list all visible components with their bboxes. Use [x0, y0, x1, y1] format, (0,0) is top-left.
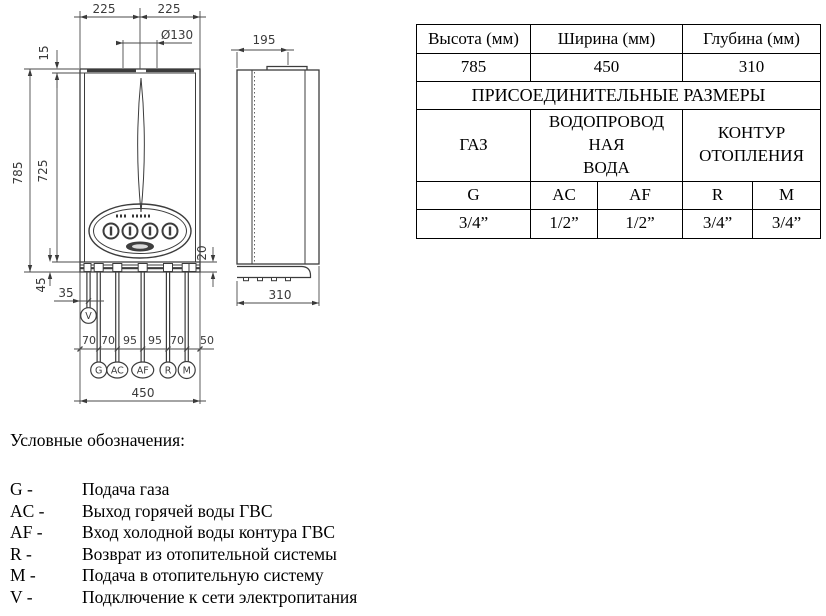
height-value-cell: 785 — [416, 53, 531, 82]
boiler-dimension-drawing: 225 225 Ø130 195 15 785 725 45 35 20 70 … — [11, 2, 320, 404]
legend-code: AC - — [10, 500, 45, 521]
dim-spacing-1: 70 — [82, 334, 96, 347]
dimension-header-row: Высота (мм) Ширина (мм) Глубина (мм) — [416, 24, 822, 54]
front-seam — [137, 77, 145, 213]
knob-1 — [102, 222, 120, 240]
knob-3 — [141, 222, 159, 240]
legend-item-m: M - Подача в отопительную систему — [10, 565, 357, 587]
dim-725: 725 — [36, 160, 50, 183]
legend-label: Выход горячей воды ГВС — [82, 500, 273, 521]
dim-20: 20 — [195, 245, 209, 260]
connection-pipes — [86, 272, 189, 362]
legend-item-af: AF - Вход холодной воды контура ГВС — [10, 522, 357, 544]
side-view — [236, 65, 320, 282]
heating-group-cell: КОНТУР ОТОПЛЕНИЯ — [682, 109, 822, 182]
gas-group-cell: ГАЗ — [416, 109, 531, 182]
dim-spacing-6: 50 — [200, 334, 214, 347]
dim-35: 35 — [58, 286, 73, 300]
panel-knobs — [102, 222, 179, 240]
legend-item-v: V - Подключение к сети электропитания — [10, 587, 357, 609]
code-cell-r: R — [682, 180, 754, 210]
dim-225-left: 225 — [93, 2, 116, 16]
code-cell-ac: AC — [530, 180, 598, 210]
legend-label: Возврат из отопительной системы — [82, 543, 337, 564]
dim-spacing-4: 95 — [148, 334, 162, 347]
size-cell-m: 3/4” — [752, 208, 822, 239]
code-cell-m: M — [752, 180, 822, 210]
legend-item-ac: AC - Выход горячей воды ГВС — [10, 501, 357, 523]
dim-spacing-2: 70 — [101, 334, 115, 347]
legend-label: Подача газа — [82, 479, 170, 499]
front-view — [79, 68, 201, 380]
specs-table: Высота (мм) Ширина (мм) Глубина (мм) 785… — [415, 24, 822, 239]
dim-195: 195 — [253, 33, 276, 47]
connection-label-af: AF — [137, 365, 149, 376]
width-header-cell: Ширина (мм) — [529, 24, 684, 54]
legend-label: Вход холодной воды контура ГВС — [82, 522, 336, 543]
connection-labels — [80, 307, 196, 380]
dim-spacing-3: 95 — [123, 334, 137, 347]
section-title-cell: ПРИСОЕДИНИТЕЛЬНЫЕ РАЗМЕРЫ — [415, 81, 822, 110]
legend-item-r: R - Возврат из отопительной системы — [10, 544, 357, 566]
flue-step — [266, 65, 308, 70]
dimension-value-row: 785 450 310 — [416, 53, 822, 82]
width-value-cell: 450 — [529, 53, 684, 82]
legend-code: G - — [10, 479, 33, 499]
size-cell-g: 3/4” — [416, 208, 531, 239]
section-title-row: ПРИСОЕДИНИТЕЛЬНЫЕ РАЗМЕРЫ — [415, 81, 822, 110]
power-circle-v — [80, 307, 97, 324]
legend: Условные обозначения: G - Подача газа AC… — [10, 430, 357, 609]
height-header-cell: Высота (мм) — [416, 24, 531, 54]
dim-310: 310 — [269, 288, 292, 302]
legend-code: AF - — [10, 522, 43, 543]
legend-label: Подача в отопительную систему — [82, 565, 324, 586]
water-group-cell: ВОДОПРОВОД НАЯ ВОДА — [529, 109, 684, 182]
connection-label-m: M — [183, 365, 191, 376]
dimension-arrows — [27, 14, 319, 404]
tray-feet — [243, 277, 291, 282]
dim-flue-diameter: Ø130 — [161, 28, 193, 42]
dim-785: 785 — [11, 162, 25, 185]
legend-label: Подключение к сети электропитания — [82, 586, 358, 607]
dim-45: 45 — [34, 277, 48, 292]
connection-circle-r — [159, 361, 177, 379]
code-cell-af: AF — [596, 180, 684, 210]
legend-title: Условные обозначения: — [10, 430, 186, 450]
code-cell-g: G — [416, 180, 531, 210]
legend-code: M - — [10, 565, 36, 586]
connection-label-r: R — [165, 365, 172, 376]
dim-15: 15 — [37, 45, 51, 60]
dimension-texts: 225 225 Ø130 195 15 785 725 45 35 20 70 … — [11, 2, 291, 400]
control-panel — [88, 203, 192, 259]
depth-header-cell: Глубина (мм) — [682, 24, 822, 54]
power-knob — [161, 222, 179, 240]
side-tray — [237, 265, 312, 279]
connection-circle-m — [177, 360, 196, 380]
power-label-v: V — [85, 311, 92, 322]
knob-2 — [121, 222, 139, 240]
legend-code: R - — [10, 543, 32, 564]
connection-label-ac: AC — [111, 365, 124, 376]
size-cell-af: 1/2” — [596, 208, 684, 239]
dim-225-right: 225 — [158, 2, 181, 16]
legend-item-g: G - Подача газа — [10, 479, 357, 501]
size-cell-r: 3/4” — [682, 208, 754, 239]
dim-450: 450 — [132, 386, 155, 400]
legend-code: V - — [10, 586, 33, 607]
bottom-connection-strip — [80, 261, 200, 272]
depth-value-cell: 310 — [682, 53, 822, 82]
code-row: G AC AF R M — [416, 180, 822, 210]
connection-label-g: G — [95, 365, 102, 376]
size-row: 3/4” 1/2” 1/2” 3/4” 3/4” — [416, 208, 822, 239]
panel-tick-marks — [116, 214, 150, 218]
size-cell-ac: 1/2” — [530, 208, 598, 239]
group-header-row: ГАЗ ВОДОПРОВОД НАЯ ВОДА КОНТУР ОТОПЛЕНИЯ — [416, 109, 822, 182]
dim-spacing-5: 70 — [170, 334, 184, 347]
connection-circle-ac — [106, 361, 129, 379]
connection-circle-af — [131, 361, 155, 379]
